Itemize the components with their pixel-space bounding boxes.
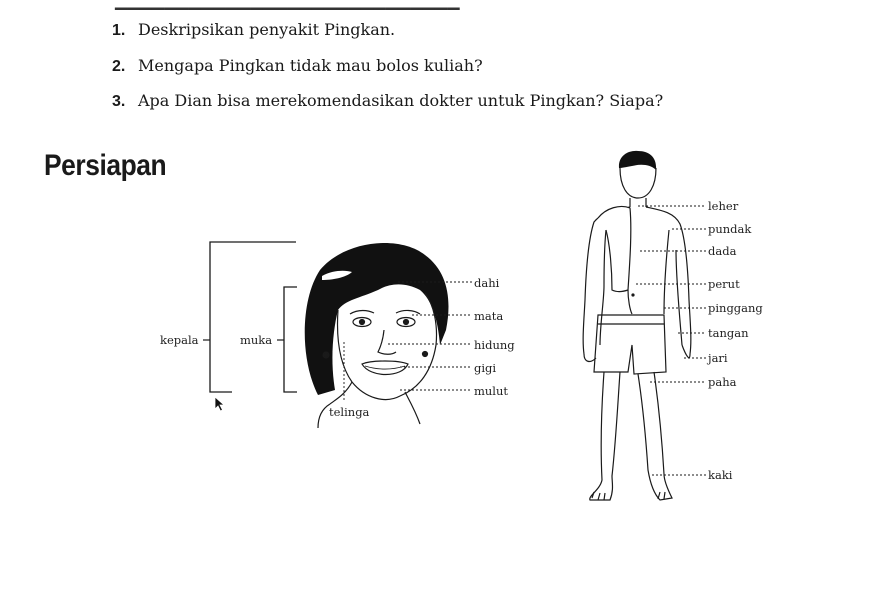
question-item: 1. Deskripsikan penyakit Pingkan. [112, 20, 395, 41]
label-leher: leher [708, 199, 739, 213]
question-number: 3. [112, 93, 126, 110]
mouth-shape [361, 360, 409, 376]
label-dada: dada [708, 244, 737, 258]
label-pundak: pundak [708, 222, 752, 236]
label-mulut: mulut [474, 384, 509, 398]
kepala-bracket [209, 241, 296, 393]
question-text: Deskripsikan penyakit Pingkan. [138, 20, 396, 39]
body-illustration [582, 150, 706, 501]
label-jari: jari [708, 351, 728, 365]
towel-shape [597, 205, 632, 293]
question-number: 1. [112, 22, 126, 39]
label-paha: paha [708, 375, 737, 389]
muka-bracket [283, 286, 297, 393]
label-muka: muka [240, 333, 273, 347]
right-eye-shape [396, 316, 416, 328]
label-kepala: kepala [160, 333, 199, 347]
left-eye-shape [352, 316, 372, 328]
question-number: 2. [112, 58, 126, 75]
earring-shape [322, 351, 330, 359]
question-text: Apa Dian bisa merekomendasikan dokter un… [138, 91, 664, 110]
label-gigi: gigi [474, 361, 497, 375]
question-item: 2. Mengapa Pingkan tidak mau bolos kuliah… [112, 56, 483, 77]
body-head-shape [619, 167, 657, 199]
cut-off-text-line: ▁▁▁▁▁▁▁▁▁▁▁▁▁▁▁▁▁▁▁▁▁▁▁▁▁▁▁▁ [115, 0, 460, 10]
label-pinggang: pinggang [708, 301, 763, 315]
label-dahi: dahi [474, 276, 500, 290]
label-telinga: telinga [329, 405, 370, 419]
question-text: Mengapa Pingkan tidak mau bolos kuliah? [138, 56, 483, 75]
label-kaki: kaki [708, 468, 733, 482]
shorts-shape [593, 314, 667, 375]
label-tangan: tangan [708, 326, 749, 340]
section-title: Persiapan [44, 149, 167, 182]
head-illustration [203, 241, 472, 429]
body-hair-shape [618, 150, 657, 170]
nose-shape [377, 329, 397, 355]
face-outline [336, 292, 438, 401]
legs-shape [589, 371, 621, 501]
hair-highlight [322, 270, 352, 280]
mouse-cursor-icon [214, 396, 226, 412]
label-mata: mata [474, 309, 504, 323]
label-hidung: hidung [474, 338, 515, 352]
label-perut: perut [708, 277, 740, 291]
question-item: 3. Apa Dian bisa merekomendasikan dokter … [112, 91, 663, 112]
hair-shape [304, 243, 449, 395]
